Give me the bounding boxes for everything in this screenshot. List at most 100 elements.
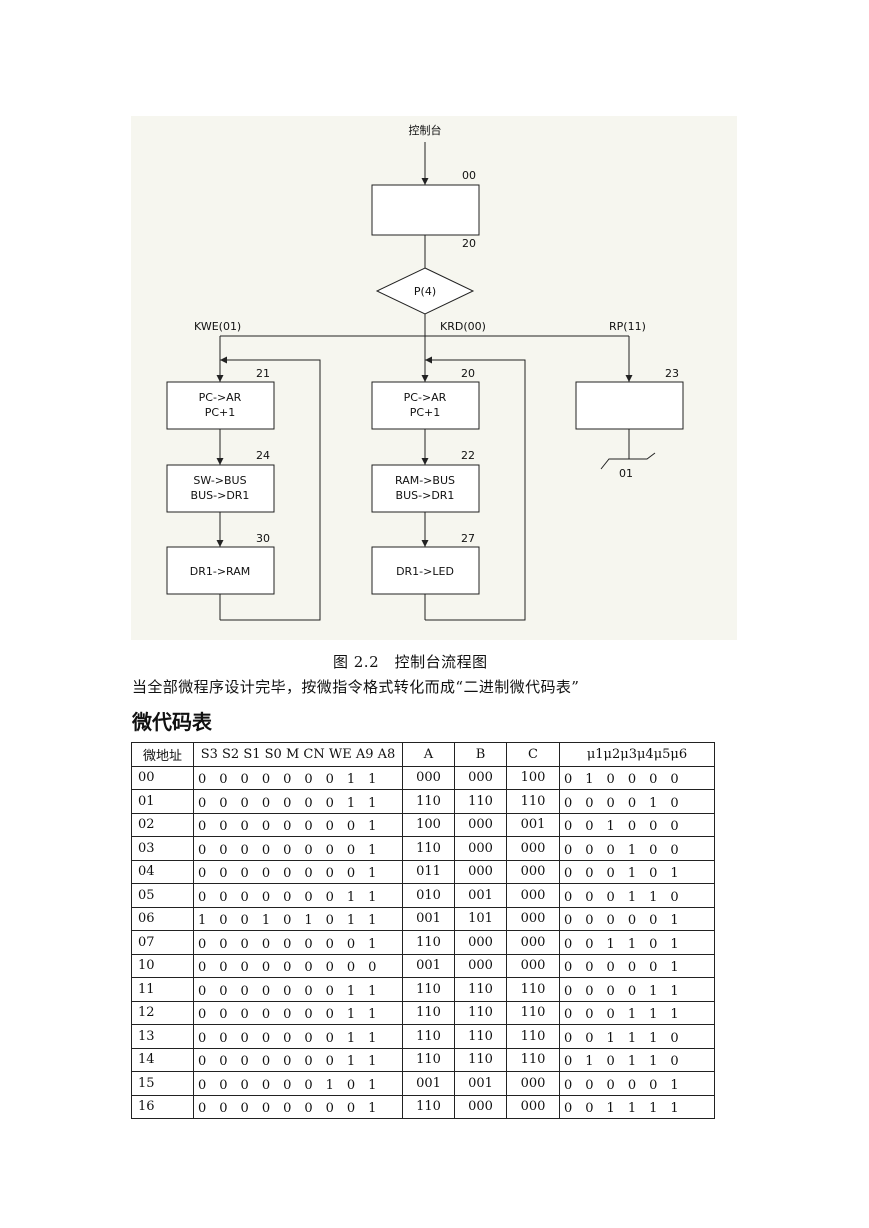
cell-next: 0 0 1 1 1 0 bbox=[559, 1024, 715, 1049]
addr-top-out: 20 bbox=[462, 237, 476, 250]
branch-krd: KRD(00) bbox=[440, 320, 486, 333]
cell-address: 04 bbox=[131, 859, 194, 884]
cell-signals: 0 0 0 0 0 0 0 0 1 bbox=[193, 812, 403, 837]
cell-address: 12 bbox=[131, 1000, 194, 1025]
flowchart: 控制台 00 20 P(4) KWE(01) KRD(00) RP(11) 21… bbox=[131, 116, 737, 640]
cell-signals: 0 0 0 0 0 0 1 0 1 bbox=[193, 1071, 403, 1096]
table-header-row: 微地址 S3 S2 S1 S0 M CN WE A9 A8 A B C μ1μ2… bbox=[131, 742, 715, 767]
start-label: 控制台 bbox=[409, 123, 442, 137]
cell-b: 110 bbox=[454, 789, 507, 814]
cell-address: 05 bbox=[131, 883, 194, 908]
cell-c: 110 bbox=[506, 977, 560, 1002]
cell-signals: 0 0 0 0 0 0 0 0 1 bbox=[193, 859, 403, 884]
box-m2-line1: RAM->BUS bbox=[395, 474, 455, 487]
cell-address: 06 bbox=[131, 906, 194, 931]
loop-mid bbox=[425, 356, 526, 621]
addr-r1: 23 bbox=[665, 367, 679, 380]
cell-c: 000 bbox=[506, 836, 560, 861]
box-m1 bbox=[371, 381, 480, 430]
col-header-signals: S3 S2 S1 S0 M CN WE A9 A8 bbox=[193, 742, 403, 767]
cell-address: 15 bbox=[131, 1071, 194, 1096]
cell-signals: 0 0 0 0 0 0 0 0 1 bbox=[193, 1094, 403, 1119]
cell-next: 0 0 0 0 1 1 bbox=[559, 977, 715, 1002]
cell-b: 110 bbox=[454, 977, 507, 1002]
cell-address: 16 bbox=[131, 1094, 194, 1119]
col-header-next: μ1μ2μ3μ4μ5μ6 bbox=[559, 742, 715, 767]
cell-b: 001 bbox=[454, 1071, 507, 1096]
cell-signals: 1 0 0 1 0 1 0 1 1 bbox=[193, 906, 403, 931]
cell-c: 110 bbox=[506, 1000, 560, 1025]
cell-signals: 0 0 0 0 0 0 0 1 1 bbox=[193, 1000, 403, 1025]
box-b2 bbox=[166, 464, 275, 513]
cell-c: 000 bbox=[506, 1094, 560, 1119]
cell-a: 110 bbox=[402, 930, 455, 955]
cell-a: 011 bbox=[402, 859, 455, 884]
cell-b: 000 bbox=[454, 765, 507, 790]
cell-b: 000 bbox=[454, 1094, 507, 1119]
cell-b: 101 bbox=[454, 906, 507, 931]
cell-next: 0 0 0 0 0 1 bbox=[559, 953, 715, 978]
cell-c: 001 bbox=[506, 812, 560, 837]
cell-c: 110 bbox=[506, 789, 560, 814]
cell-c: 100 bbox=[506, 765, 560, 790]
addr-b2: 24 bbox=[256, 449, 270, 462]
cell-address: 07 bbox=[131, 930, 194, 955]
cell-address: 03 bbox=[131, 836, 194, 861]
box-m1-line2: PC+1 bbox=[410, 406, 441, 419]
microcode-table: 微地址 S3 S2 S1 S0 M CN WE A9 A8 A B C μ1μ2… bbox=[131, 742, 715, 1119]
right-exit-mark bbox=[600, 452, 656, 470]
box-b1 bbox=[166, 381, 275, 430]
box-m1-line1: PC->AR bbox=[404, 391, 447, 404]
cell-next: 0 0 0 1 0 1 bbox=[559, 859, 715, 884]
addr-b3: 30 bbox=[256, 532, 270, 545]
cell-signals: 0 0 0 0 0 0 0 1 1 bbox=[193, 765, 403, 790]
box-b1-line2: PC+1 bbox=[205, 406, 236, 419]
addr-r-out: 01 bbox=[619, 467, 633, 480]
branch-kwe: KWE(01) bbox=[194, 320, 241, 333]
cell-c: 000 bbox=[506, 953, 560, 978]
col-header-b: B bbox=[454, 742, 507, 767]
cell-signals: 0 0 0 0 0 0 0 1 1 bbox=[193, 977, 403, 1002]
addr-m3: 27 bbox=[461, 532, 475, 545]
cell-next: 0 0 0 1 1 1 bbox=[559, 1000, 715, 1025]
cell-signals: 0 0 0 0 0 0 0 1 1 bbox=[193, 883, 403, 908]
box-m2 bbox=[371, 464, 480, 513]
col-header-c: C bbox=[506, 742, 560, 767]
cell-address: 02 bbox=[131, 812, 194, 837]
cell-a: 001 bbox=[402, 1071, 455, 1096]
cell-address: 11 bbox=[131, 977, 194, 1002]
cell-c: 000 bbox=[506, 1071, 560, 1096]
cell-a: 110 bbox=[402, 789, 455, 814]
cell-a: 000 bbox=[402, 765, 455, 790]
cell-a: 001 bbox=[402, 906, 455, 931]
cell-next: 0 1 0 1 1 0 bbox=[559, 1047, 715, 1072]
figure-caption: 图 2.2 控制台流程图 bbox=[333, 653, 488, 671]
box-top bbox=[371, 184, 480, 236]
cell-b: 000 bbox=[454, 812, 507, 837]
section-heading: 微代码表 bbox=[132, 710, 212, 734]
cell-a: 100 bbox=[402, 812, 455, 837]
cell-c: 000 bbox=[506, 883, 560, 908]
cell-next: 0 1 0 0 0 0 bbox=[559, 765, 715, 790]
cell-b: 110 bbox=[454, 1024, 507, 1049]
cell-address: 10 bbox=[131, 953, 194, 978]
cell-a: 001 bbox=[402, 953, 455, 978]
cell-signals: 0 0 0 0 0 0 0 1 1 bbox=[193, 789, 403, 814]
cell-b: 001 bbox=[454, 883, 507, 908]
cell-signals: 0 0 0 0 0 0 0 1 1 bbox=[193, 1024, 403, 1049]
cell-next: 0 0 0 1 0 0 bbox=[559, 836, 715, 861]
cell-next: 0 0 0 1 1 0 bbox=[559, 883, 715, 908]
col-header-address: 微地址 bbox=[131, 742, 194, 767]
cell-b: 000 bbox=[454, 859, 507, 884]
cell-c: 000 bbox=[506, 859, 560, 884]
